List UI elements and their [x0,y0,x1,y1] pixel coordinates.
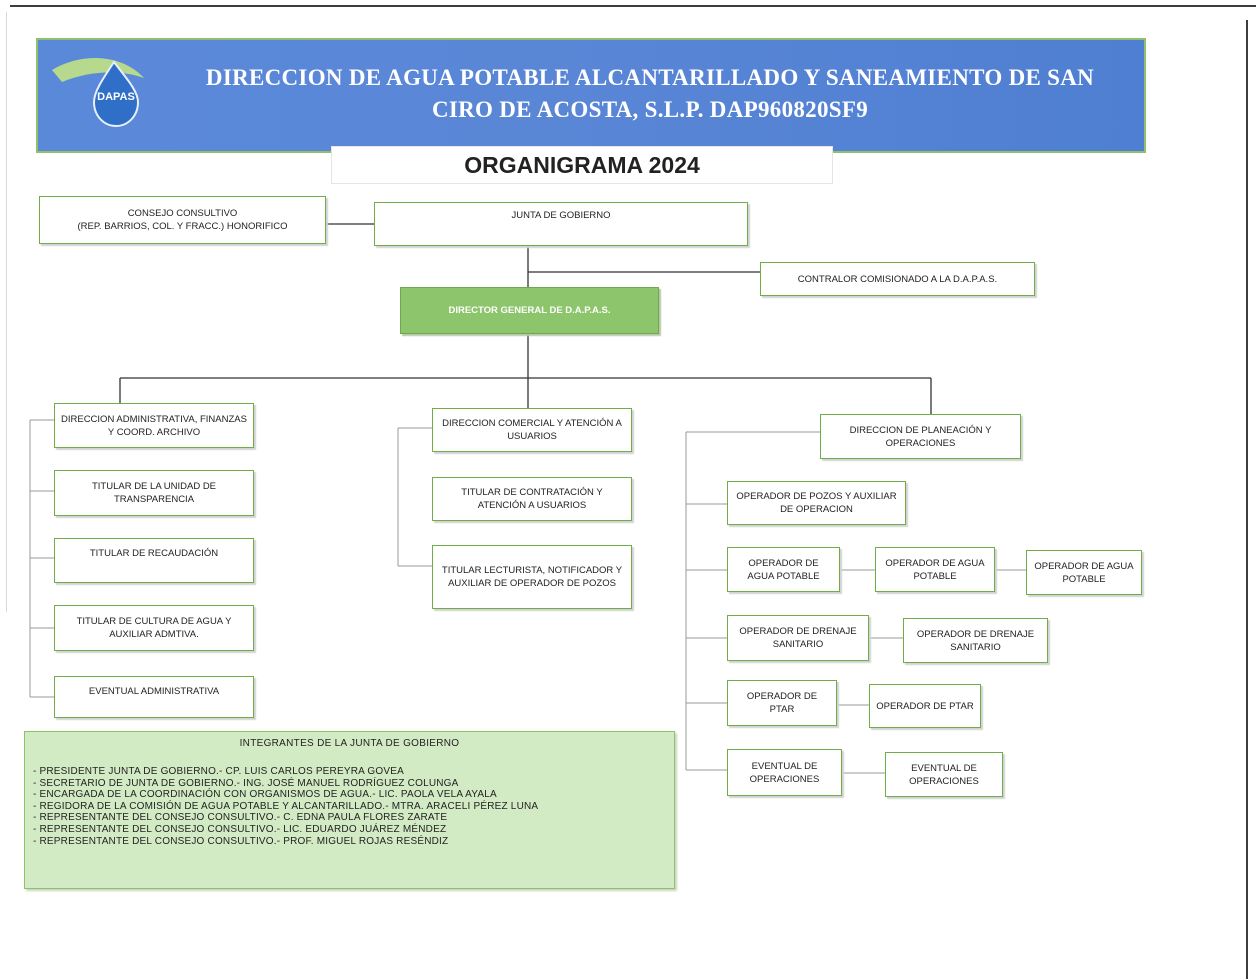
member-item: - REPRESENTANTE DEL CONSEJO CONSULTIVO.-… [33,823,447,835]
member-item: - REPRESENTANTE DEL CONSEJO CONSULTIVO.-… [33,835,449,847]
header-banner [36,38,1146,153]
consejo-consultivo-box: CONSEJO CONSULTIVO (REP. BARRIOS, COL. Y… [39,196,326,244]
members-list: - PRESIDENTE JUNTA DE GOBIERNO.- CP. LUI… [33,766,538,847]
operador-drenaje-box-1: OPERADOR DE DRENAJE SANITARIO [727,615,869,661]
lecturista-box: TITULAR LECTURISTA, NOTIFICADOR Y AUXILI… [432,545,632,609]
eventual-administrativa-box: EVENTUAL ADMINISTRATIVA [54,676,254,718]
page-title: ORGANIGRAMA 2024 [331,146,833,184]
recaudacion-box: TITULAR DE RECAUDACIÓN [54,538,254,583]
operador-ptar-box-2: OPERADOR DE PTAR [869,684,981,728]
cultura-agua-box: TITULAR DE CULTURA DE AGUA Y AUXILIAR AD… [54,605,254,651]
operador-ptar-box-1: OPERADOR DE PTAR [727,680,837,726]
junta-gobierno-box: JUNTA DE GOBIERNO [374,202,748,246]
contratacion-box: TITULAR DE CONTRATACIÓN Y ATENCIÓN A USU… [432,477,632,521]
member-item: - REPRESENTANTE DEL CONSEJO CONSULTIVO.-… [33,812,448,824]
members-title: INTEGRANTES DE LA JUNTA DE GOBIERNO [239,738,460,749]
director-general-box: DIRECTOR GENERAL DE D.A.P.A.S. [400,287,659,334]
operador-drenaje-box-2: OPERADOR DE DRENAJE SANITARIO [903,618,1048,663]
direccion-planeacion-box: DIRECCION DE PLANEACIÓN Y OPERACIONES [820,414,1021,459]
consejo-line1: CONSEJO CONSULTIVO [127,208,238,219]
direccion-comercial-box: DIRECCION COMERCIAL Y ATENCIÓN A USUARIO… [432,408,632,452]
eventual-operaciones-box-1: EVENTUAL DE OPERACIONES [727,749,842,796]
operador-agua-box-1: OPERADOR DE AGUA POTABLE [727,547,840,592]
junta-members-box: INTEGRANTES DE LA JUNTA DE GOBIERNO - PR… [24,731,675,889]
header-title-line1: DIRECCION DE AGUA POTABLE ALCANTARILLADO… [205,65,1095,90]
contralor-box: CONTRALOR COMISIONADO A LA D.A.P.A.S. [760,262,1035,296]
direccion-administrativa-box: DIRECCION ADMINISTRATIVA, FINANZAS Y COO… [54,403,254,448]
operador-agua-box-2: OPERADOR DE AGUA POTABLE [875,547,995,592]
dapas-logo-text: DAPAS [97,91,135,103]
unidad-transparencia-box: TITULAR DE LA UNIDAD DE TRANSPARENCIA [54,470,254,516]
member-item: - PRESIDENTE JUNTA DE GOBIERNO.- CP. LUI… [33,766,405,777]
dapas-logo: DAPAS [52,58,144,128]
consejo-line2: (REP. BARRIOS, COL. Y FRACC.) HONORIFICO [77,221,288,232]
operador-pozos-box: OPERADOR DE POZOS Y AUXILIAR DE OPERACIO… [727,481,906,525]
member-item: - ENCARGADA DE LA COORDINACIÓN CON ORGAN… [33,789,497,801]
scan-edge-left [6,12,7,612]
header-title: DIRECCION DE AGUA POTABLE ALCANTARILLADO… [150,62,1150,126]
eventual-operaciones-box-2: EVENTUAL DE OPERACIONES [885,752,1003,797]
member-item: - SECRETARIO DE JUNTA DE GOBIERNO.- ING.… [33,777,459,789]
scan-edge-top [10,5,1256,7]
member-item: - REGIDORA DE LA COMISIÓN DE AGUA POTABL… [33,800,539,812]
header-title-line2: CIRO DE ACOSTA, S.L.P. DAP960820SF9 [431,97,869,122]
operador-agua-box-3: OPERADOR DE AGUA POTABLE [1026,550,1142,595]
scan-edge-right [1246,20,1248,979]
